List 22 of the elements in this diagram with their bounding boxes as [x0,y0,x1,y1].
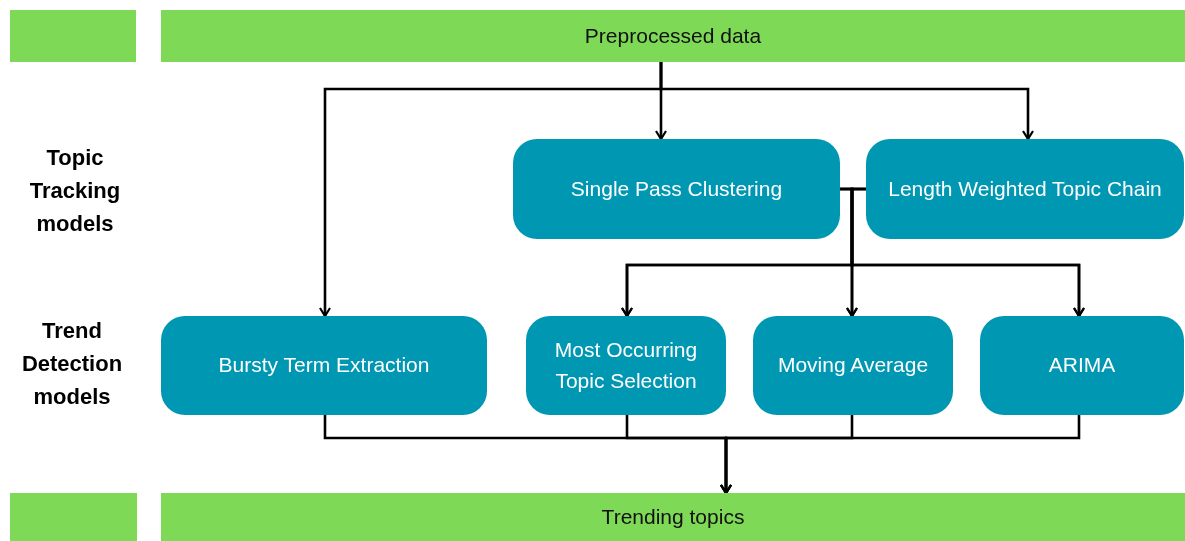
stage-bar [161,10,1185,62]
empty-bar [10,493,137,541]
empty-bar [10,10,136,62]
arrow [719,415,1081,495]
node-text: Length Weighted Topic Chain [888,175,1162,202]
process-box [526,316,726,415]
stage-bar [161,493,1185,541]
process-box [866,139,1184,239]
node-text: ARIMA [1048,352,1116,379]
process-box [980,316,1184,415]
arrow [659,62,1035,141]
row-label: Topic Tracking models [28,144,122,238]
node-text: Most Occurring Topic Selection [553,337,699,394]
node-text: Trending topics [601,505,745,529]
process-box [753,316,953,415]
node-text: Single Pass Clustering [570,175,783,202]
row-label: Trend Detection models [20,317,124,411]
process-box [513,139,840,239]
node-text: Preprocessed data [584,24,762,48]
node-text: Bursty Term Extraction [218,352,430,379]
node-text: Moving Average [777,352,929,379]
process-box [161,316,487,415]
